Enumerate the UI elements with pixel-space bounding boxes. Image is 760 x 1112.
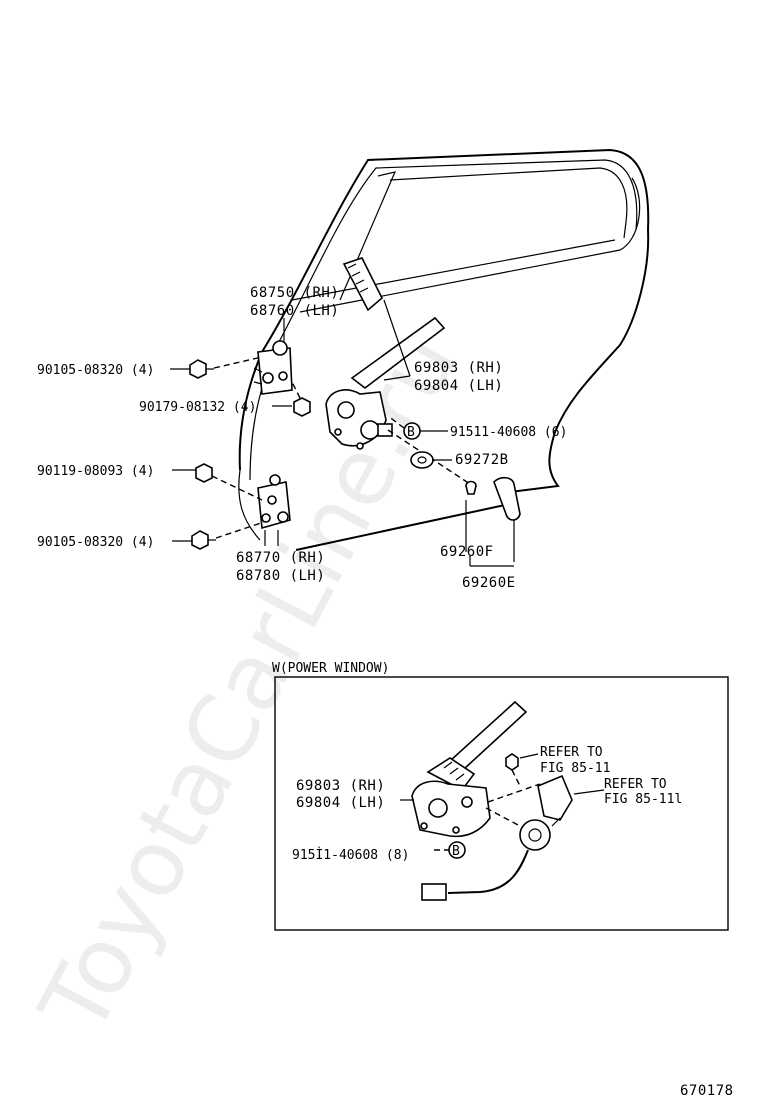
bolt-90179	[291, 381, 311, 417]
bolt-90105-bottom	[191, 521, 265, 550]
refer2-line1: REFER TO	[604, 777, 667, 792]
manual-regulator	[325, 257, 471, 485]
callout-b-top: B	[387, 415, 448, 440]
label-90105-top: 90105-08320 (4)	[37, 363, 154, 378]
callout-b-letter: B	[407, 425, 415, 440]
figure-number: 670178	[680, 1083, 734, 1099]
lower-hinge	[257, 474, 291, 530]
power-window-inset: W(POWER WINDOW)	[272, 661, 729, 931]
bolt-90105-top	[189, 356, 263, 379]
label-90119: 90119-08093 (4)	[37, 464, 154, 479]
label-68770: 68770 (RH)	[236, 550, 325, 566]
label-69804-top: 69804 (LH)	[414, 378, 503, 394]
refer2-line2: FIG 85-11l	[604, 792, 682, 807]
leader-lines	[170, 299, 515, 567]
label-69803-top: 69803 (RH)	[414, 360, 503, 376]
window-motor	[421, 774, 573, 901]
power-regulator	[400, 700, 528, 838]
label-69260F: 69260F	[440, 544, 494, 560]
washer-69272B	[410, 451, 434, 469]
label-68750: 68750 (RH)	[250, 285, 339, 301]
callout-b-inset-letter: B	[452, 844, 460, 859]
label-91511-inset: 915Ì1-40608 (8)	[292, 847, 409, 863]
label-69272B: 69272B	[455, 452, 509, 468]
refer1-line2: FIG 85-11	[540, 761, 610, 776]
label-90105-bottom: 90105-08320 (4)	[37, 535, 154, 550]
bolt-90119	[195, 463, 263, 501]
handle-69260	[465, 476, 521, 521]
label-68780: 68780 (LH)	[236, 568, 325, 584]
label-69260E: 69260E	[462, 575, 516, 591]
refer1-line1: REFER TO	[540, 745, 603, 760]
label-68760: 68760 (LH)	[250, 303, 339, 319]
label-91511-top: 91511-40608 (6)	[450, 425, 567, 440]
label-90179: 90179-08132 (4)	[139, 400, 256, 415]
label-69804-inset: 69804 (LH)	[296, 795, 385, 811]
label-69803-inset: 69803 (RH)	[296, 778, 385, 794]
inset-frame	[274, 676, 729, 931]
upper-hinge	[253, 340, 293, 395]
inset-title: W(POWER WINDOW)	[272, 661, 389, 676]
